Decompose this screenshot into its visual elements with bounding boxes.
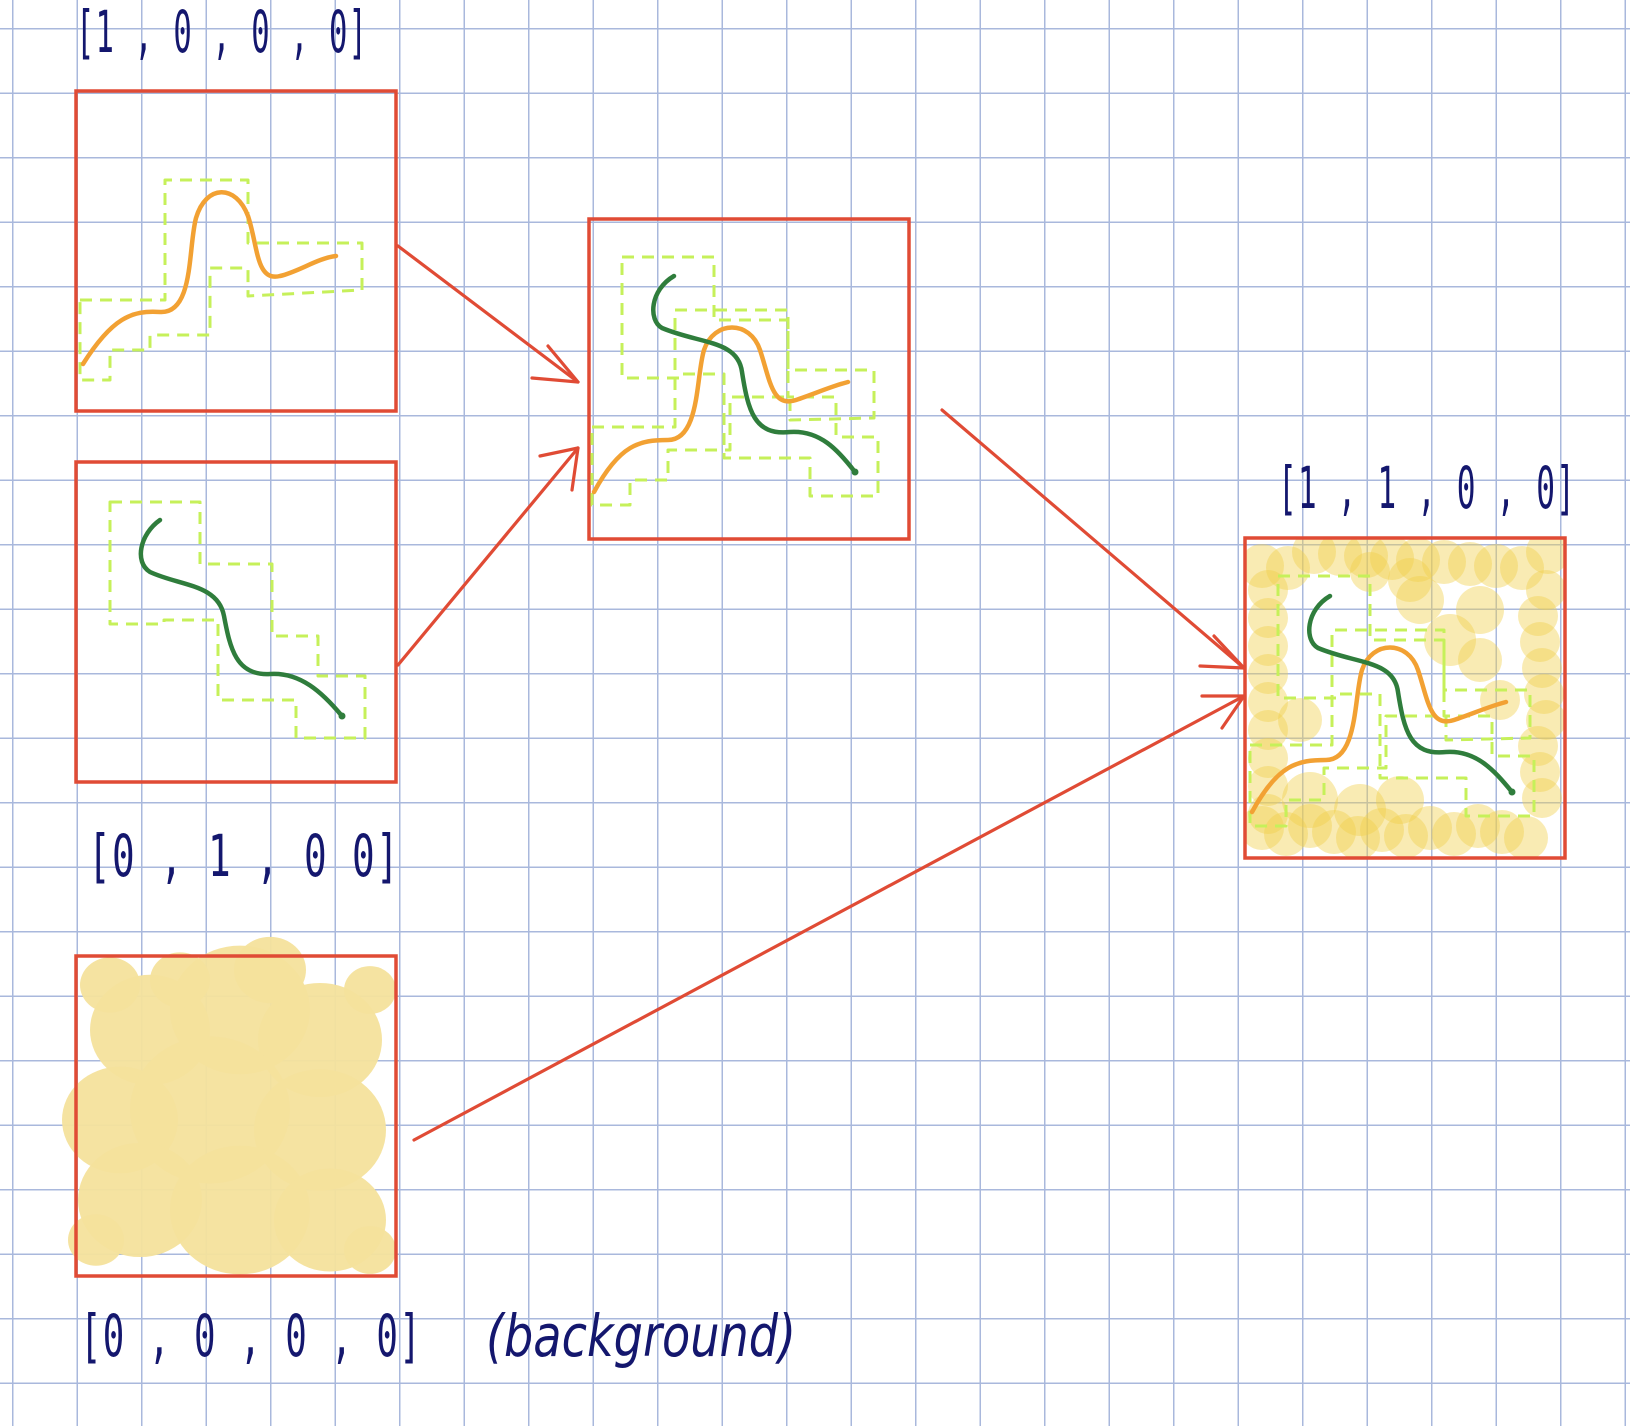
result-background-blob — [1248, 570, 1288, 610]
result-background-blob — [1245, 806, 1284, 850]
panel-b-region — [108, 500, 367, 740]
label-panel-a: [1 , 0 , 0 , 0] — [76, 0, 368, 66]
background-fill-blob — [68, 1214, 124, 1266]
arrow-combined-head — [1198, 634, 1246, 670]
result-background-blob — [1288, 804, 1332, 848]
result-background-blob — [1518, 596, 1558, 636]
combined-green-endpoint — [851, 468, 859, 476]
panel-combined-frame — [587, 217, 911, 541]
result-background-blob — [1318, 538, 1362, 576]
result-background-blob — [1336, 816, 1380, 858]
result-background-blob — [1292, 538, 1336, 574]
result-background-blob — [1524, 674, 1564, 714]
result-background-blob — [1384, 814, 1428, 858]
result-background-blobs — [1245, 538, 1565, 858]
result-background-blob — [1448, 542, 1492, 586]
result-background-blob — [1526, 700, 1565, 740]
result-background-blob — [1432, 812, 1476, 856]
result-background-blob — [1526, 538, 1565, 574]
result-background-blob — [1376, 776, 1424, 824]
arrow-a-shaft — [396, 244, 580, 384]
result-background-blob — [1480, 680, 1520, 720]
result-background-blob — [1264, 812, 1308, 856]
result-background-blob — [1458, 638, 1502, 682]
result-background-blob — [1396, 538, 1440, 582]
background-fill-blob — [80, 957, 140, 1013]
arrow-bg-to-result — [412, 694, 1246, 1142]
result-background-blob — [1370, 538, 1414, 580]
result-background-blob — [1248, 738, 1288, 778]
result-background-blob — [1278, 698, 1322, 742]
panel-bg — [62, 936, 398, 1278]
background-fill-blob — [170, 1145, 310, 1275]
arrow-b-shaft — [396, 446, 580, 667]
panel-result-frame — [1243, 536, 1567, 860]
label-panel-bg-note: (background) — [486, 1302, 796, 1370]
panel-b — [74, 460, 398, 784]
result-background-blob — [1520, 622, 1560, 662]
panel-result — [1243, 536, 1567, 860]
result-background-blob — [1245, 544, 1284, 588]
result-background-blob — [1522, 648, 1562, 688]
panel-b-frame — [74, 460, 398, 784]
arrows — [396, 244, 1246, 1142]
result-background-blob — [1422, 540, 1466, 584]
panel-bg-frame — [74, 954, 398, 1278]
arrow-combined-shaft — [940, 408, 1246, 670]
result-background-blob — [1520, 752, 1560, 792]
combined-orange-track — [591, 325, 851, 495]
panel-bg-fill — [62, 936, 396, 1275]
result-background-blob — [1408, 806, 1452, 850]
result-background-blob — [1504, 816, 1548, 858]
result-background-blob — [1360, 808, 1404, 852]
background-fill-blob — [254, 1069, 386, 1191]
panel-a-orange-track — [80, 190, 339, 367]
result-background-blob — [1480, 810, 1524, 854]
result-background-blob — [1522, 778, 1562, 818]
arrow-combined-to-result — [940, 408, 1246, 670]
result-green-endpoint — [1508, 788, 1516, 796]
background-fill-blob — [150, 952, 210, 1008]
result-background-blob — [1396, 576, 1444, 624]
combined-region-green — [620, 255, 880, 498]
result-background-blob — [1312, 810, 1356, 854]
result-background-blob — [1344, 538, 1388, 578]
result-region-green — [1276, 574, 1536, 818]
panel-b-green-track — [138, 517, 345, 719]
panel-a-frame — [74, 89, 398, 413]
arrow-a-to-combined — [396, 244, 580, 384]
background-fill-blob — [344, 966, 396, 1014]
result-orange-track — [1249, 645, 1509, 815]
panel-b-green-endpoint — [338, 712, 346, 720]
label-panel-bg: [0 , 0 , 0 , 0] — [80, 1302, 422, 1370]
result-background-blob — [1526, 570, 1565, 610]
arrow-b-head — [538, 446, 580, 492]
background-fill-blob — [344, 1226, 396, 1274]
arrow-a-head — [530, 344, 580, 384]
result-background-blob — [1424, 614, 1476, 666]
result-background-blob — [1248, 710, 1288, 750]
background-fill-blob — [234, 936, 306, 1004]
arrow-bg-shaft — [412, 694, 1246, 1142]
background-fill-blob — [258, 982, 382, 1098]
panel-a — [74, 89, 398, 413]
result-background-blob — [1350, 552, 1390, 592]
panel-combined — [587, 217, 911, 541]
label-panel-b: [0 , 1 , 0 0] — [88, 822, 400, 890]
result-background-blob — [1266, 546, 1310, 590]
result-background-blob — [1474, 544, 1518, 588]
combined-green-track — [651, 273, 858, 475]
result-background-blob — [1456, 586, 1504, 634]
result-background-blob — [1388, 558, 1432, 602]
result-background-blob — [1500, 546, 1544, 590]
label-panel-result: [1 , 1 , 0 , 0] — [1278, 454, 1576, 522]
panel-a-region — [78, 178, 364, 382]
combined-region-orange — [590, 308, 876, 507]
result-green-track — [1307, 593, 1515, 795]
result-background-blob — [1334, 784, 1386, 836]
arrow-b-to-combined — [396, 446, 580, 667]
